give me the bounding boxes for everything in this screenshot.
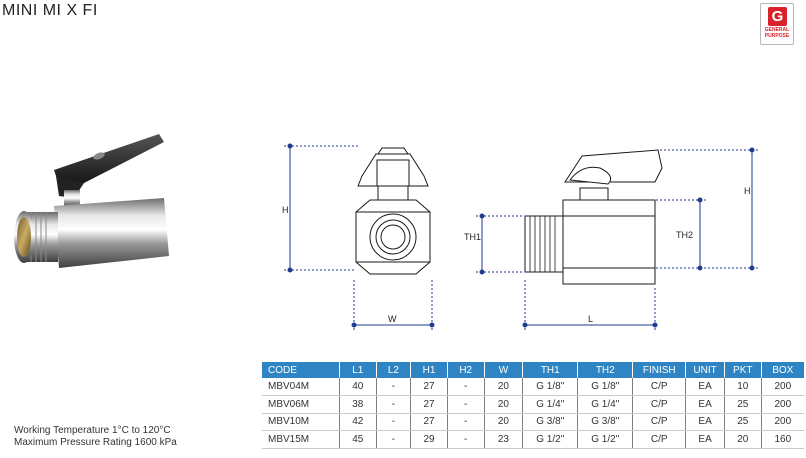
col-header-pkt: PKT [724, 362, 762, 378]
dim-label-l: L [588, 314, 593, 324]
page-title: MINI MI X FI [2, 2, 98, 19]
col-header-unit: UNIT [685, 362, 725, 378]
cell-th2: G 1/4" [577, 395, 634, 414]
cell-h1: 27 [410, 378, 448, 396]
cell-finish: C/P [632, 378, 687, 396]
cell-pkt: 10 [724, 378, 762, 396]
table-row: MBV04M 40 - 27 - 20 G 1/8" G 1/8" C/P EA… [262, 378, 804, 396]
cell-l2: - [376, 378, 412, 396]
technical-drawing: H W TH1 TH2 H L [282, 143, 758, 330]
front-view [355, 147, 431, 275]
cell-code: MBV04M [262, 378, 340, 396]
cell-h1: 29 [410, 430, 448, 449]
cell-l1: 40 [339, 378, 377, 396]
cell-th1: G 1/2" [522, 430, 579, 449]
cell-finish: C/P [632, 395, 687, 414]
cell-h1: 27 [410, 395, 448, 414]
cell-box: 200 [761, 413, 804, 431]
cell-w: 20 [484, 395, 524, 414]
max-pressure-rating: Maximum Pressure Rating 1600 kPa [14, 437, 177, 448]
cell-l2: - [376, 395, 412, 414]
col-header-th1: TH1 [522, 362, 579, 378]
table-row: MBV06M 38 - 27 - 20 G 1/4" G 1/4" C/P EA… [262, 395, 804, 414]
cell-h2: - [447, 378, 485, 396]
col-header-code: CODE [262, 362, 340, 378]
dim-label-th2: TH2 [676, 230, 693, 240]
col-header-l2: L2 [376, 362, 412, 378]
cell-w: 23 [484, 430, 524, 449]
cell-finish: C/P [632, 413, 687, 431]
table-row: MBV15M 45 - 29 - 23 G 1/2" G 1/2" C/P EA… [262, 430, 804, 449]
working-temperature: Working Temperature 1°C to 120°C [14, 425, 171, 436]
cell-th1: G 1/8" [522, 378, 579, 396]
general-purpose-badge: G GENERAL PURPOSE [760, 3, 794, 45]
cell-th1: G 3/8" [522, 413, 579, 431]
cell-l1: 38 [339, 395, 377, 414]
cell-unit: EA [685, 430, 725, 449]
col-header-h2: H2 [447, 362, 485, 378]
cell-finish: C/P [632, 430, 687, 449]
cell-pkt: 20 [724, 430, 762, 449]
cell-pkt: 25 [724, 413, 762, 431]
specifications: Working Temperature 1°C to 120°C Maximum… [14, 425, 177, 449]
cell-th2: G 3/8" [577, 413, 634, 431]
badge-caption-line1: GENERAL [764, 27, 790, 33]
dim-label-h-side: H [744, 186, 751, 196]
cell-w: 20 [484, 378, 524, 396]
cell-code: MBV06M [262, 395, 340, 414]
valve-body [54, 198, 169, 268]
cell-unit: EA [685, 378, 725, 396]
product-photo [14, 134, 169, 268]
cell-h2: - [447, 430, 485, 449]
cell-l1: 42 [339, 413, 377, 431]
cell-h1: 27 [410, 413, 448, 431]
col-header-w: W [484, 362, 524, 378]
cell-l2: - [376, 413, 412, 431]
badge-letter: G [768, 7, 787, 26]
side-view [524, 149, 663, 285]
col-header-h1: H1 [410, 362, 448, 378]
col-header-finish: FINISH [632, 362, 687, 378]
cell-box: 200 [761, 395, 804, 414]
cell-code: MBV15M [262, 430, 340, 449]
cell-w: 20 [484, 413, 524, 431]
cell-l2: - [376, 430, 412, 449]
cell-code: MBV10M [262, 413, 340, 431]
cell-box: 160 [761, 430, 804, 449]
table-header-row: CODE L1 L2 H1 H2 W TH1 TH2 FINISH UNIT P… [262, 362, 804, 378]
valve-handle [54, 134, 164, 188]
cell-th1: G 1/4" [522, 395, 579, 414]
cell-h2: - [447, 395, 485, 414]
badge-caption-line2: PURPOSE [764, 32, 790, 39]
cell-unit: EA [685, 395, 725, 414]
col-header-l1: L1 [339, 362, 377, 378]
dim-label-h-front: H [282, 205, 289, 215]
cell-box: 200 [761, 378, 804, 396]
dim-label-w: W [388, 314, 397, 324]
cell-unit: EA [685, 413, 725, 431]
badge-caption: GENERAL PURPOSE [761, 27, 793, 39]
cell-h2: - [447, 413, 485, 431]
cell-th2: G 1/2" [577, 430, 634, 449]
cell-th2: G 1/8" [577, 378, 634, 396]
dim-label-th1: TH1 [464, 232, 481, 242]
cell-l1: 45 [339, 430, 377, 449]
product-table: CODE L1 L2 H1 H2 W TH1 TH2 FINISH UNIT P… [262, 362, 804, 449]
table-row: MBV10M 42 - 27 - 20 G 3/8" G 3/8" C/P EA… [262, 413, 804, 431]
col-header-box: BOX [761, 362, 804, 378]
cell-pkt: 25 [724, 395, 762, 414]
col-header-th2: TH2 [577, 362, 634, 378]
